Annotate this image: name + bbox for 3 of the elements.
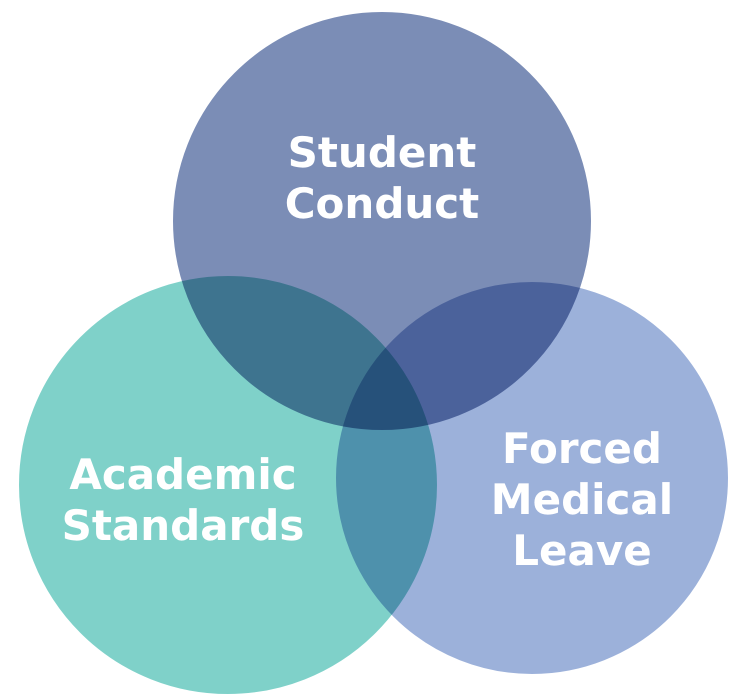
circle-label: Student Conduct <box>284 126 480 230</box>
circle-label: Forced Medical Leave <box>490 423 674 577</box>
circle-label: Academic Standards <box>60 448 306 552</box>
